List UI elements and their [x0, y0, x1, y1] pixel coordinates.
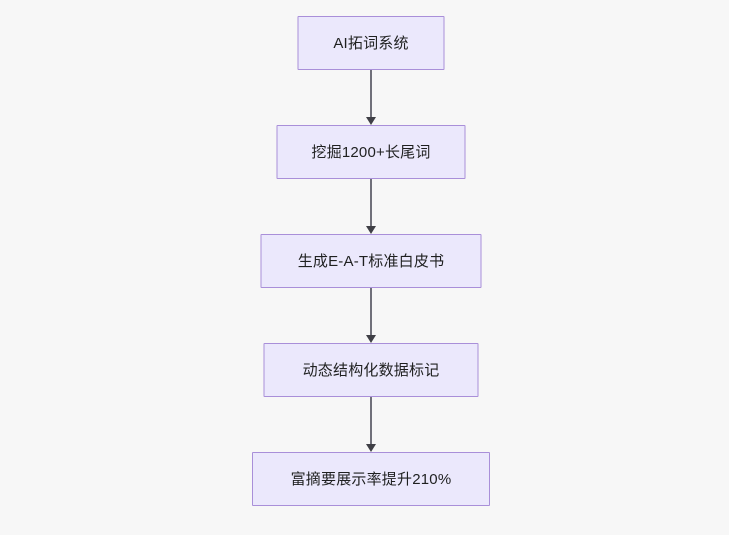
flow-node-n3[interactable]: 生成E-A-T标准白皮书	[260, 234, 482, 288]
flow-node-n1[interactable]: AI拓词系统	[297, 16, 445, 70]
flow-edge-n1-to-n2	[363, 70, 379, 125]
flow-node-n4[interactable]: 动态结构化数据标记	[263, 343, 479, 397]
flow-edge-n2-to-n3	[363, 179, 379, 234]
flow-node-label: 富摘要展示率提升210%	[290, 470, 452, 488]
flow-node-n2[interactable]: 挖掘1200+长尾词	[276, 125, 466, 179]
flow-edge-n4-to-n5	[363, 397, 379, 452]
flow-node-label: 动态结构化数据标记	[302, 361, 440, 379]
flow-node-label: AI拓词系统	[333, 34, 409, 52]
flow-node-label: 挖掘1200+长尾词	[311, 143, 431, 161]
arrowhead-icon	[366, 226, 376, 234]
arrowhead-icon	[366, 335, 376, 343]
flow-node-n5[interactable]: 富摘要展示率提升210%	[252, 452, 490, 506]
flow-node-label: 生成E-A-T标准白皮书	[297, 252, 445, 270]
arrowhead-icon	[366, 117, 376, 125]
arrowhead-icon	[366, 444, 376, 452]
flow-edge-n3-to-n4	[363, 288, 379, 343]
